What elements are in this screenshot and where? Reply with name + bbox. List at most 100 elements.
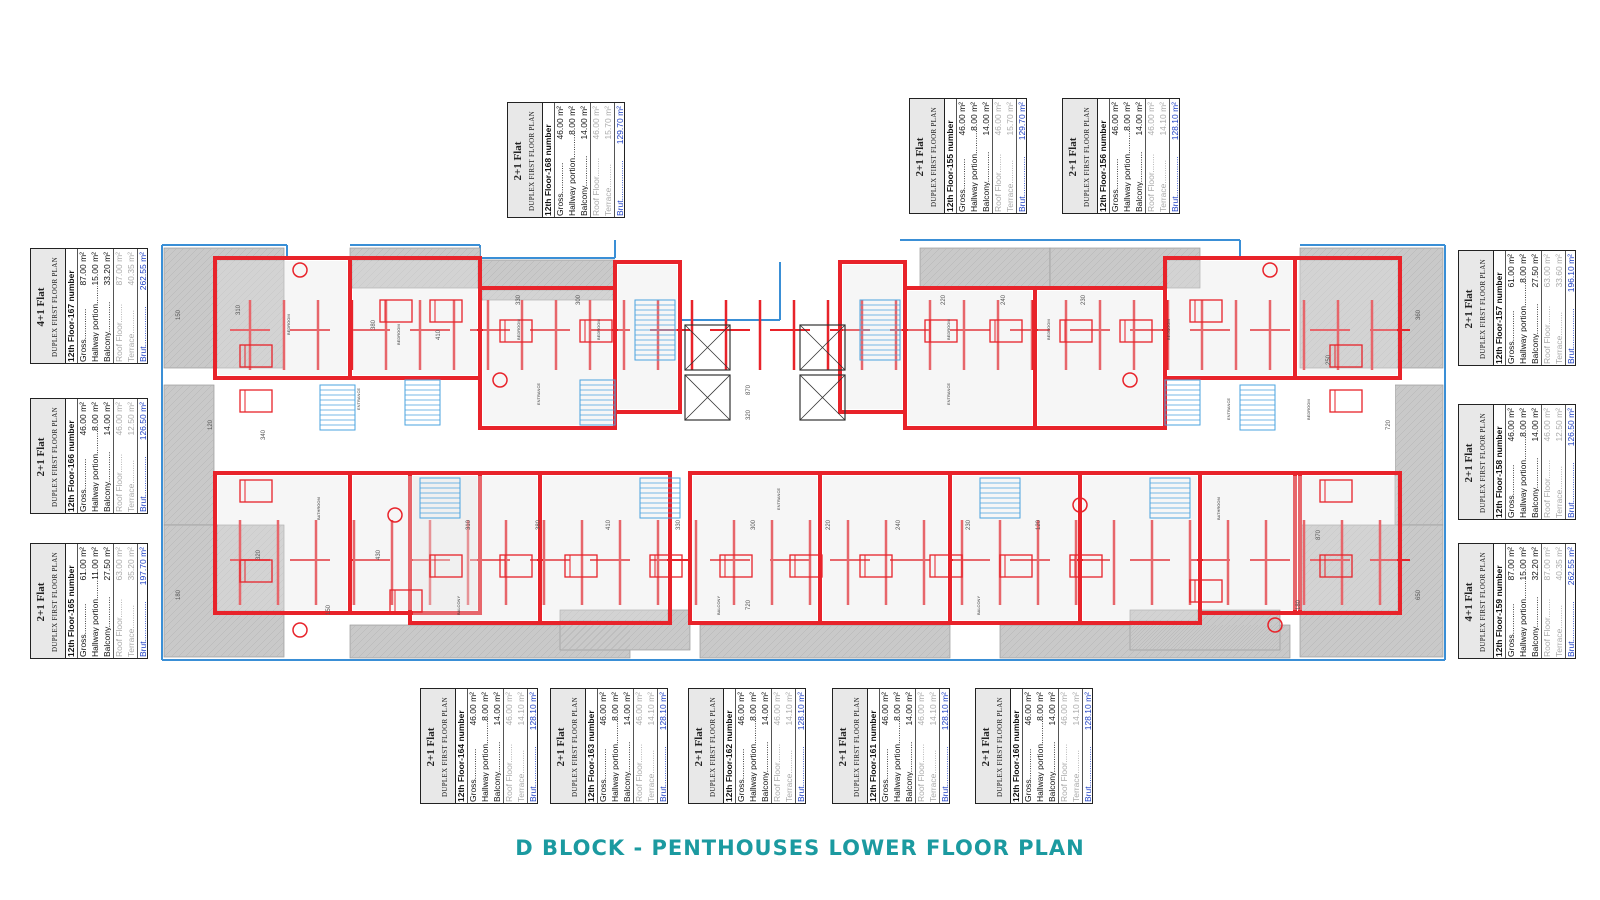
terrace-hatch [658, 618, 691, 651]
terrace-hatch [1394, 440, 1444, 490]
terrace-hatch [483, 624, 518, 659]
room-floor [353, 261, 477, 375]
terrace-hatch [525, 624, 560, 659]
terrace-hatch [1394, 384, 1423, 413]
balcony-area: Balcony.............14.00 m² [491, 689, 503, 803]
terrace-hatch [578, 263, 616, 301]
roof-area-label: Roof Floor........ [993, 153, 1003, 212]
dimension-label: 330 [676, 519, 682, 530]
terrace-hatch [163, 247, 248, 332]
terrace-hatch [1129, 609, 1165, 645]
terrace-hatch [1394, 419, 1444, 469]
terrace-area-value: 40.35 m² [125, 252, 136, 286]
terrace-hatch [1200, 609, 1242, 651]
terrace-hatch [479, 259, 501, 281]
brut-area-value: 126.50 m² [1565, 408, 1576, 447]
terrace-hatch [1099, 247, 1141, 289]
bed [429, 554, 463, 578]
gross-area-value: 46.00 m² [554, 106, 565, 140]
gross-area-value: 46.00 m² [1505, 408, 1516, 442]
terrace-hatch [997, 247, 1039, 289]
terrace-hatch [1394, 384, 1437, 427]
terrace-hatch [1129, 609, 1151, 631]
terrace-hatch [163, 524, 234, 595]
terrace-hatch [1400, 482, 1444, 526]
terrace-hatch [508, 259, 550, 301]
balcony-area: Balcony.............32.20 m² [1529, 544, 1541, 658]
terrace-hatch [399, 624, 434, 659]
terrace-hatch [163, 247, 255, 339]
terrace-hatch [469, 624, 504, 659]
roof-area-label: Roof Floor........ [1542, 598, 1552, 657]
brut-area-label: Brut................. [1170, 156, 1180, 212]
terrace-hatch [1077, 624, 1112, 659]
terrace-hatch [163, 524, 192, 553]
flat-type: 2+1 Flat [425, 727, 437, 767]
roof-area: Roof Floor........87.00 m² [1541, 544, 1553, 658]
terrace-hatch [868, 624, 903, 659]
terrace-hatch [847, 624, 882, 659]
hallway-area-value: 15.00 m² [1517, 547, 1528, 581]
terrace-area: Terrace..........15.70 m² [1004, 99, 1016, 213]
gross-area-value: 46.00 m² [467, 692, 478, 726]
terrace-hatch [163, 424, 215, 476]
terrace-area-value: 12.50 m² [1553, 408, 1564, 442]
terrace-hatch [735, 624, 770, 659]
terrace-hatch [1421, 503, 1444, 526]
terrace-area-value: 15.70 m² [602, 106, 613, 140]
terrace-hatch [1018, 256, 1051, 289]
brut-area-label: Brut................. [528, 746, 538, 802]
terrace-hatch [1299, 247, 1335, 283]
elevator-cross [799, 374, 846, 421]
terrace-hatch [1313, 527, 1444, 658]
terrace-hatch [1025, 263, 1051, 289]
balcony-area-label: Balcony............. [102, 596, 112, 657]
gross-area: Gross.............61.00 m² [77, 544, 89, 658]
terrace-hatch [1228, 609, 1270, 651]
dimension-label: 230 [1081, 294, 1087, 305]
terrace-hatch [1049, 247, 1078, 276]
terrace-area [163, 384, 215, 526]
terrace-hatch [557, 259, 599, 301]
terrace-hatch [254, 627, 285, 658]
balcony-area-label: Balcony............. [492, 741, 502, 802]
terrace-hatch [1404, 618, 1444, 658]
terrace-hatch [219, 592, 285, 658]
room-label: BEDROOM [596, 319, 601, 340]
terrace-hatch [273, 357, 285, 369]
terrace-hatch [1299, 524, 1426, 651]
terrace-hatch [1416, 341, 1444, 369]
bed [1329, 389, 1363, 413]
terrace-hatch [1299, 524, 1356, 581]
brut-area: Brut.................128.10 m² [795, 689, 805, 803]
gross-area-label: Gross............. [1506, 464, 1516, 518]
terrace-hatch [1390, 604, 1444, 658]
terrace-area-value: 33.60 m² [1553, 254, 1564, 288]
roof-area-label: Roof Floor........ [504, 743, 514, 802]
elevator-shaft [799, 324, 846, 371]
bed [499, 554, 533, 578]
terrace-area [919, 247, 1051, 289]
terrace-hatch [819, 624, 854, 659]
terrace-hatch [176, 487, 215, 526]
terrace-hatch [574, 624, 609, 659]
terrace-hatch [1439, 653, 1444, 658]
dimension-label: 150 [326, 604, 332, 615]
hallway-area: Hallway portion..........8.00 m² [1517, 405, 1529, 519]
bed [1069, 554, 1103, 578]
terrace-hatch [1394, 468, 1444, 518]
bed [429, 299, 463, 323]
terrace-hatch [1394, 454, 1444, 504]
terrace-hatch [919, 247, 948, 276]
plan-subtitle: DUPLEX FIRST FLOOR PLAN [709, 697, 717, 797]
terrace-hatch [163, 247, 192, 276]
terrace-hatch [665, 625, 691, 651]
terrace-hatch [163, 403, 215, 455]
balcony-area-value: 14.00 m² [903, 692, 914, 726]
terrace-hatch [1113, 247, 1155, 289]
